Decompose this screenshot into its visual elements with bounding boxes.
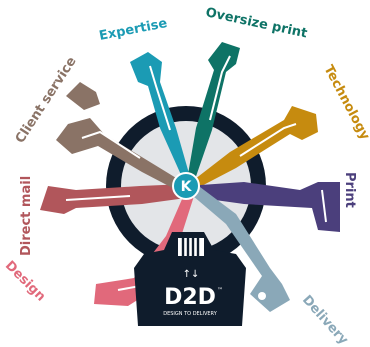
- spoke-client-service[interactable]: [56, 82, 186, 194]
- hub-icon: K: [181, 179, 193, 195]
- label-delivery: Delivery: [299, 293, 351, 347]
- label-technology: Technology: [320, 63, 370, 143]
- spoke-technology[interactable]: [186, 106, 318, 192]
- label-expertise: Expertise: [98, 16, 169, 44]
- arrows-icon: ↑↓: [183, 269, 200, 280]
- spoke-delivery[interactable]: [186, 184, 290, 312]
- hub-circle: [172, 172, 200, 200]
- brand-tagline: DESIGN TO DELIVERY: [163, 311, 217, 317]
- label-print: Print: [342, 172, 357, 208]
- spoke-print[interactable]: [186, 182, 340, 232]
- label-oversize-print: Oversize print: [204, 5, 308, 41]
- label-direct-mail: Direct mail: [19, 176, 34, 256]
- brand-logo-text: D2D: [164, 285, 216, 310]
- label-design: Design: [2, 258, 48, 304]
- spoke-direct-mail[interactable]: [40, 184, 186, 214]
- brand-trademark: ™: [217, 287, 223, 294]
- d2d-base: [134, 232, 246, 326]
- spoke-expertise[interactable]: [130, 52, 192, 186]
- spoke-oversize-print[interactable]: [186, 42, 240, 188]
